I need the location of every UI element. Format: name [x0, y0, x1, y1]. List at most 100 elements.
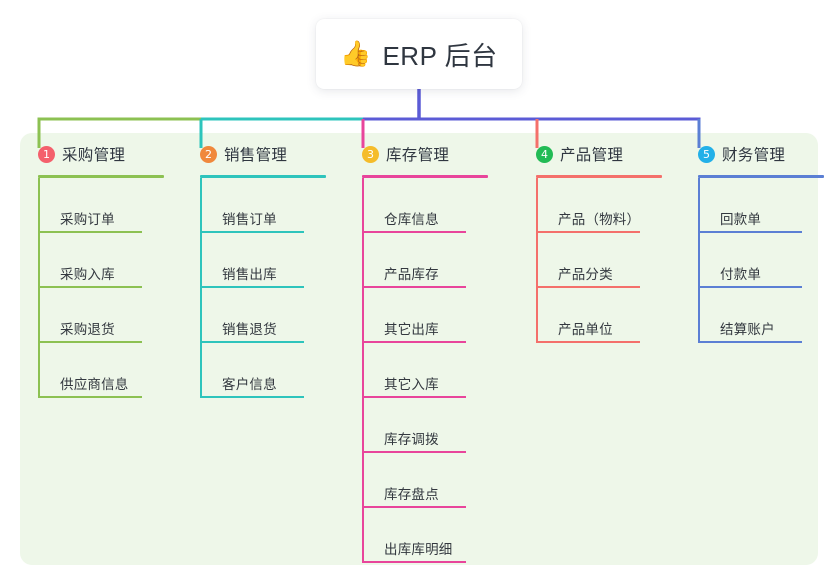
list-item-label: 销售出库: [222, 266, 277, 282]
column-4: 4 产品管理产品（物料） 产品分类产品单位: [518, 133, 678, 343]
list-item-label: 付款单: [720, 266, 762, 282]
list-item-label: 供应商信息: [60, 376, 129, 392]
column-header-rule: [698, 175, 824, 178]
list-item[interactable]: 销售出库: [200, 233, 342, 288]
list-item[interactable]: 产品单位: [536, 288, 678, 343]
list-item-label: 采购订单: [60, 211, 115, 227]
list-item[interactable]: 付款单: [698, 233, 839, 288]
column-header-4[interactable]: 4 产品管理: [518, 133, 678, 175]
column-header-2[interactable]: 2 销售管理: [182, 133, 342, 175]
column-header-rule: [362, 175, 488, 178]
list-item-rule: [536, 285, 640, 288]
list-item[interactable]: 销售订单: [200, 178, 342, 233]
page-title-card: 👍 ERP 后台: [316, 19, 522, 89]
list-item[interactable]: 回款单: [698, 178, 839, 233]
list-item[interactable]: 采购入库: [38, 233, 180, 288]
list-item-label: 产品单位: [558, 321, 613, 337]
list-item[interactable]: 产品库存: [362, 233, 504, 288]
column-items: 产品（物料） 产品分类产品单位: [536, 177, 678, 343]
list-item-rule: [698, 340, 802, 343]
column-badge-icon: 3: [362, 145, 379, 163]
column-items: 仓库信息产品库存其它出库其它入库库存调拨库存盘点出库库明细: [362, 177, 504, 563]
list-item-label: 客户信息: [222, 376, 277, 392]
column-spine: [38, 177, 40, 398]
list-item-label: 库存盘点: [384, 486, 439, 502]
list-item-rule: [362, 560, 466, 563]
column-badge-icon: 4: [536, 145, 553, 163]
column-items: 回款单付款单结算账户: [698, 177, 839, 343]
list-item-rule: [38, 285, 142, 288]
list-item-rule: [38, 340, 142, 343]
list-item-rule: [536, 230, 640, 233]
list-item-rule: [536, 340, 640, 343]
list-item-rule: [362, 340, 466, 343]
column-spine: [362, 177, 364, 563]
list-item-rule: [698, 285, 802, 288]
list-item[interactable]: 采购订单: [38, 178, 180, 233]
list-item[interactable]: 库存调拨: [362, 398, 504, 453]
column-badge-icon: 2: [200, 145, 217, 163]
list-item-label: 销售订单: [222, 211, 277, 227]
list-item-rule: [200, 340, 304, 343]
column-items: 销售订单销售出库销售退货客户信息: [200, 177, 342, 398]
list-item-label: 采购入库: [60, 266, 115, 282]
list-item-label: 采购退货: [60, 321, 115, 337]
list-item-label: 产品（物料）: [558, 211, 641, 227]
list-item-label: 其它出库: [384, 321, 439, 337]
list-item-label: 出库库明细: [384, 541, 453, 557]
list-item[interactable]: 产品分类: [536, 233, 678, 288]
list-item-label: 销售退货: [222, 321, 277, 337]
page-title: ERP 后台: [382, 40, 498, 71]
list-item[interactable]: 其它入库: [362, 343, 504, 398]
column-header-rule: [536, 175, 662, 178]
list-item[interactable]: 采购退货: [38, 288, 180, 343]
column-spine: [536, 177, 538, 343]
list-item-rule: [38, 395, 142, 398]
list-item[interactable]: 供应商信息: [38, 343, 180, 398]
list-item-rule: [362, 395, 466, 398]
list-item[interactable]: 出库库明细: [362, 508, 504, 563]
list-item-rule: [698, 230, 802, 233]
column-title: 库存管理: [386, 147, 450, 164]
list-item[interactable]: 产品（物料）: [536, 178, 678, 233]
column-2: 2 销售管理销售订单销售出库销售退货客户信息: [182, 133, 342, 398]
list-item-rule: [362, 505, 466, 508]
column-3: 3 库存管理仓库信息产品库存其它出库其它入库库存调拨库存盘点出库库明细: [344, 133, 504, 563]
list-item-label: 回款单: [720, 211, 762, 227]
list-item-label: 库存调拨: [384, 431, 439, 447]
list-item[interactable]: 仓库信息: [362, 178, 504, 233]
column-header-3[interactable]: 3 库存管理: [344, 133, 504, 175]
list-item-label: 其它入库: [384, 376, 439, 392]
list-item-rule: [362, 285, 466, 288]
list-item-rule: [38, 230, 142, 233]
column-badge-icon: 1: [38, 145, 55, 163]
column-title: 销售管理: [224, 147, 288, 164]
list-item-rule: [362, 450, 466, 453]
thumbs-up-icon: 👍: [340, 39, 372, 68]
list-item-label: 仓库信息: [384, 211, 439, 227]
list-item-rule: [200, 230, 304, 233]
column-spine: [698, 177, 700, 343]
column-title: 财务管理: [722, 147, 786, 164]
list-item-label: 产品分类: [558, 266, 613, 282]
list-item[interactable]: 库存盘点: [362, 453, 504, 508]
list-item-label: 产品库存: [384, 266, 439, 282]
list-item-label: 结算账户: [720, 321, 775, 337]
list-item-rule: [200, 395, 304, 398]
column-items: 采购订单采购入库采购退货供应商信息: [38, 177, 180, 398]
column-spine: [200, 177, 202, 398]
list-item[interactable]: 客户信息: [200, 343, 342, 398]
list-item[interactable]: 其它出库: [362, 288, 504, 343]
column-title: 产品管理: [560, 147, 624, 164]
diagram-panel: [20, 133, 818, 565]
list-item[interactable]: 结算账户: [698, 288, 839, 343]
list-item-rule: [362, 230, 466, 233]
list-item[interactable]: 销售退货: [200, 288, 342, 343]
list-item-rule: [200, 285, 304, 288]
